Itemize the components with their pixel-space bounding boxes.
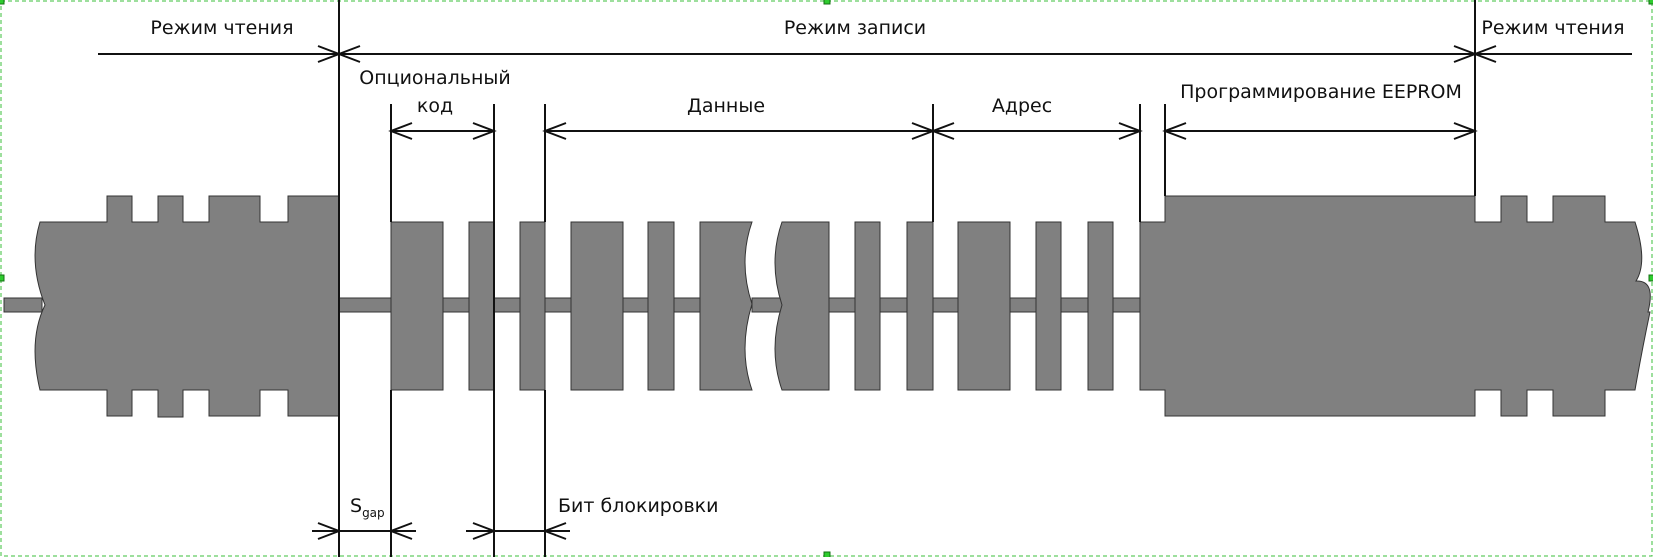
pulse-data-6: [906, 221, 934, 391]
read-mode-block-left: [34, 195, 340, 418]
arrow-head: [336, 45, 361, 63]
pulse-addr-1: [957, 221, 1011, 391]
lock-bit-label: Бит блокировки: [558, 495, 719, 517]
eeprom-and-read-block-right: [1139, 195, 1651, 417]
s-gap-label: Sgap: [350, 495, 385, 520]
resize-handle-left[interactable]: [0, 274, 5, 282]
read-mode-left-label: Режим чтения: [150, 17, 293, 39]
pulse-addr-2: [1035, 221, 1062, 391]
optional-code-label-line1: Опциональный: [359, 67, 510, 89]
resize-handle-right[interactable]: [1648, 274, 1653, 282]
pulse-data-3: [699, 221, 753, 391]
pulse-data-1: [570, 221, 624, 391]
mode-dimension-line: [98, 45, 1632, 63]
carrier-seg: [442, 297, 470, 313]
pulse-opt-1: [390, 221, 444, 391]
resize-handle-top-right[interactable]: [1648, 0, 1653, 5]
resize-handle-top-left[interactable]: [0, 0, 5, 5]
carrier-seg: [1112, 297, 1141, 313]
carrier-seg: [544, 297, 572, 313]
read-mode-right-label: Режим чтения: [1481, 17, 1624, 39]
data-dimension: [542, 122, 936, 140]
carrier-seg: [828, 297, 856, 313]
carrier-seg: [622, 297, 649, 313]
eeprom-programming-label: Программирование EEPROM: [1180, 81, 1462, 103]
arrow-head: [1472, 45, 1497, 63]
lock-bit-dimension: [466, 522, 570, 540]
s-gap-subscript: gap: [362, 506, 385, 520]
address-dimension: [930, 122, 1143, 140]
pulse-addr-3: [1087, 221, 1114, 391]
modulated-waveform: [3, 195, 1651, 418]
carrier-seg: [1060, 297, 1089, 313]
extension-lines: [338, 0, 1476, 557]
carrier-seg: [751, 297, 783, 313]
eeprom-dimension: [1162, 122, 1478, 140]
carrier-seg: [932, 297, 959, 313]
optional-code-dimension: [388, 122, 497, 140]
resize-handle-bottom[interactable]: [823, 551, 831, 557]
data-label: Данные: [687, 95, 765, 117]
pulse-data-4: [774, 221, 830, 391]
carrier-seg: [1009, 297, 1037, 313]
s-gap-dimension: [312, 522, 416, 540]
carrier-seg: [493, 297, 521, 313]
optional-code-label-line2: код: [417, 95, 453, 117]
carrier-lead: [3, 297, 43, 313]
pulse-data-2: [647, 221, 675, 391]
carrier-seg: [673, 297, 701, 313]
write-mode-label: Режим записи: [784, 17, 926, 39]
pulse-lock: [519, 221, 546, 391]
address-label: Адрес: [992, 95, 1052, 117]
resize-handle-top[interactable]: [823, 0, 831, 5]
gap-carrier: [338, 297, 392, 313]
carrier-seg: [879, 297, 908, 313]
pulse-opt-2: [468, 221, 495, 391]
pulse-data-5: [854, 221, 881, 391]
